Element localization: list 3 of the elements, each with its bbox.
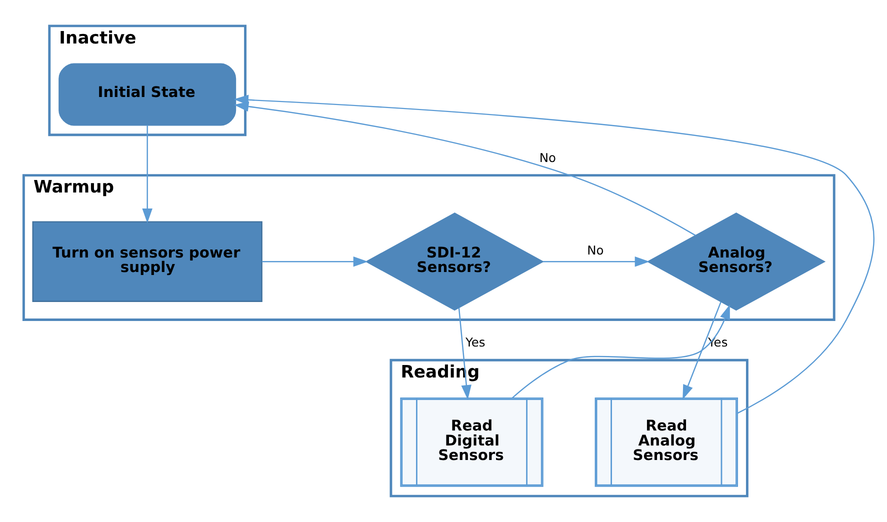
edge-label: No	[586, 243, 604, 258]
edge-label: No	[538, 150, 556, 165]
edge-label: Yes	[465, 336, 485, 350]
